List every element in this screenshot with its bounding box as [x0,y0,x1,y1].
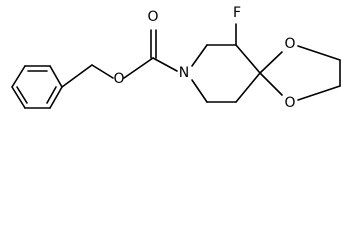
ketal-oxygen-top-label: O [284,36,295,52]
carbonyl-group [150,29,157,59]
ester-oxygen-label: O [113,71,124,87]
dioxolane-ring [259,45,341,101]
carbamate-bond [152,57,178,72]
benzyl-ester-linkage [61,57,154,88]
fluorine-label: F [233,5,241,21]
benzene-ring [11,65,63,109]
nitrogen-label: N [179,65,189,81]
ketal-oxygen-bottom-label: O [284,95,295,111]
piperidine-ring [191,44,261,103]
chemical-structure: F O O N O O [11,5,341,111]
carbonyl-oxygen-label: O [147,9,158,25]
